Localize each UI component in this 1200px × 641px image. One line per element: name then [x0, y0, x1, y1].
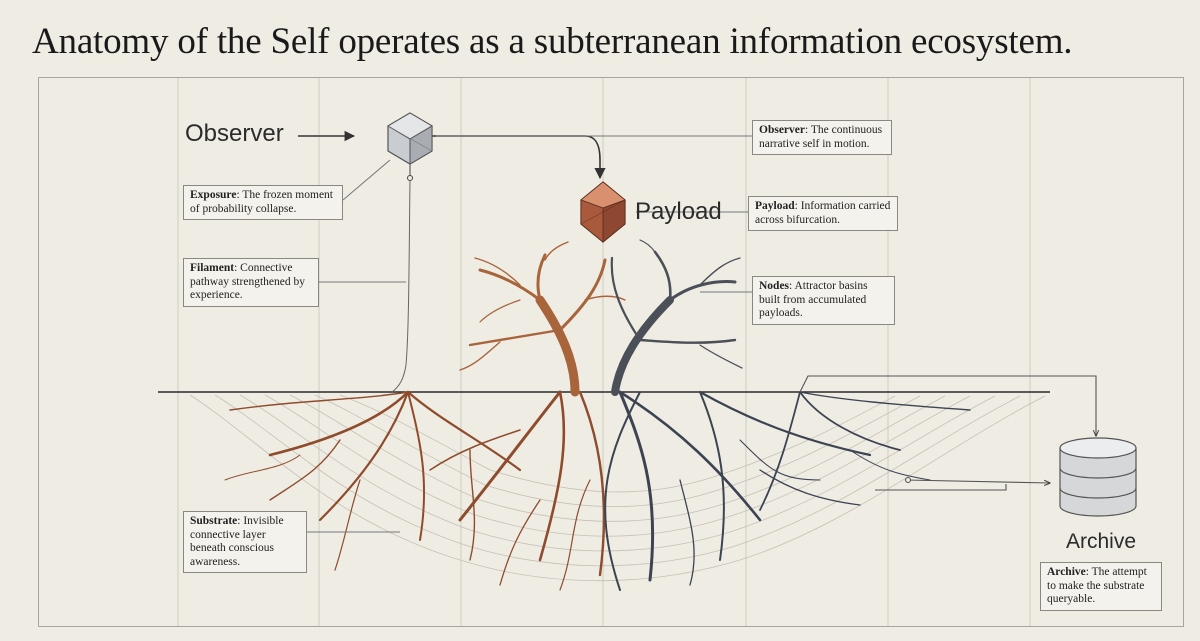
callout-term: Substrate: [190, 515, 238, 527]
exposure-callout: Exposure: The frozen moment of probabili…: [183, 185, 343, 220]
archive-arrows: [799, 375, 1096, 491]
observer-label: Observer: [185, 120, 284, 147]
callout-term: Nodes: [759, 280, 790, 292]
filament-line: [391, 160, 413, 393]
callout-text: : Attractor basins built from accumulate…: [759, 280, 868, 319]
observer-to-payload-arrow: [432, 135, 606, 180]
callout-connectors: [305, 135, 752, 533]
callout-text: : Invisible connective layer beneath con…: [190, 515, 284, 568]
substrate-callout: Substrate: Invisible connective layer be…: [183, 511, 307, 573]
grid-lines: [177, 78, 1031, 626]
filament-callout: Filament: Connective pathway strengthene…: [183, 258, 319, 307]
root-network: [224, 390, 971, 591]
nodes-callout: Nodes: Attractor basins built from accum…: [752, 276, 895, 325]
callout-text: : Connective pathway strengthened by exp…: [190, 262, 305, 301]
polyhedron-icon: [580, 181, 626, 243]
callout-text: : The continuous narrative self in motio…: [759, 124, 883, 150]
callout-term: Payload: [755, 200, 795, 212]
callout-term: Archive: [1047, 566, 1086, 578]
tree-canopy: [459, 239, 743, 397]
archive-callout: Archive: The attempt to make the substra…: [1040, 562, 1162, 611]
page-title: Anatomy of the Self operates as a subter…: [32, 21, 1073, 62]
database-icon: [1059, 437, 1137, 517]
archive-label: Archive: [1066, 530, 1137, 553]
callout-term: Observer: [759, 124, 805, 136]
payload-callout: Payload: Information carried across bifu…: [748, 196, 898, 231]
callout-text: : The attempt to make the substrate quer…: [1047, 566, 1147, 605]
payload-label: Payload: [635, 198, 722, 225]
substrate-contours: [189, 394, 1046, 582]
callout-text: : The frozen moment of probability colla…: [190, 189, 334, 215]
diagram-frame: [38, 77, 1184, 627]
callout-term: Filament: [190, 262, 235, 274]
observer-callout: Observer: The continuous narrative self …: [752, 120, 892, 155]
cube-icon: [387, 112, 433, 165]
callout-term: Exposure: [190, 189, 237, 201]
callout-text: : Information carried across bifurcation…: [755, 200, 891, 226]
